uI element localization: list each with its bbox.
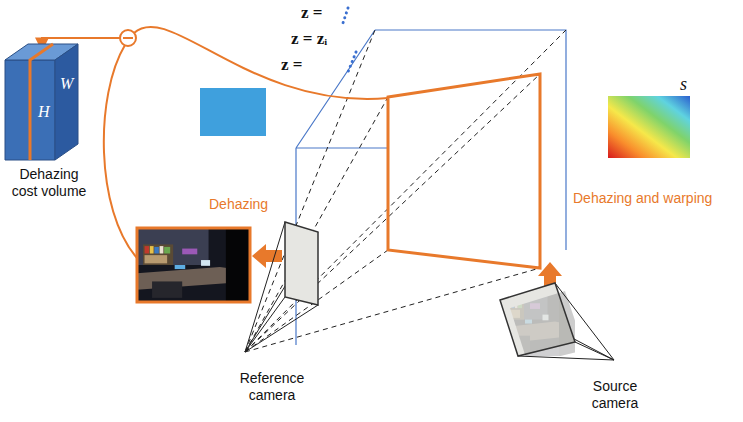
minus-operator — [120, 30, 136, 46]
dehazed-image-border — [137, 228, 250, 302]
dehazed-image — [137, 228, 250, 302]
step-label: Dehazing and warping — [572, 190, 713, 207]
node-caption: Dehazing cost volume — [8, 166, 90, 200]
cost-volume-cube: WH Dehazing cost volume — [2, 40, 98, 210]
camera-caption: Source camera — [575, 378, 655, 412]
camera-ray — [245, 222, 318, 352]
colorbar-gradient — [608, 96, 690, 158]
camera-ray — [500, 283, 614, 360]
difference-wire — [134, 27, 388, 99]
depth-label: z = — [280, 55, 303, 75]
camera-caption: Reference camera — [227, 370, 317, 404]
step-label: Dehazing — [208, 196, 269, 213]
reference-camera: Reference camera — [215, 215, 330, 410]
depth-dots — [348, 52, 356, 72]
minus-operator — [123, 37, 133, 39]
camera-image-plane — [500, 283, 575, 356]
hazy-image — [285, 222, 318, 305]
camera-image-plane — [285, 222, 318, 305]
depth-label: z = — [300, 3, 323, 23]
depth-colorbar: s — [608, 78, 696, 164]
depth-dots — [342, 8, 348, 26]
camera-image-plane — [285, 222, 318, 305]
hazy-image — [500, 283, 575, 356]
source-camera: Source camera — [490, 275, 660, 420]
difference-wire — [104, 45, 137, 258]
cube-slice — [30, 44, 53, 160]
colorbar-variable: s — [680, 74, 687, 96]
axis-letter: H — [38, 102, 50, 121]
depth-label: z = zᵢ — [290, 29, 328, 49]
axis-letter: W — [60, 74, 73, 93]
warped-image — [388, 74, 540, 268]
cube-side — [55, 44, 78, 160]
depth-plane-border — [388, 74, 540, 268]
camera-image-plane — [500, 283, 575, 356]
blue-patch — [200, 88, 266, 136]
